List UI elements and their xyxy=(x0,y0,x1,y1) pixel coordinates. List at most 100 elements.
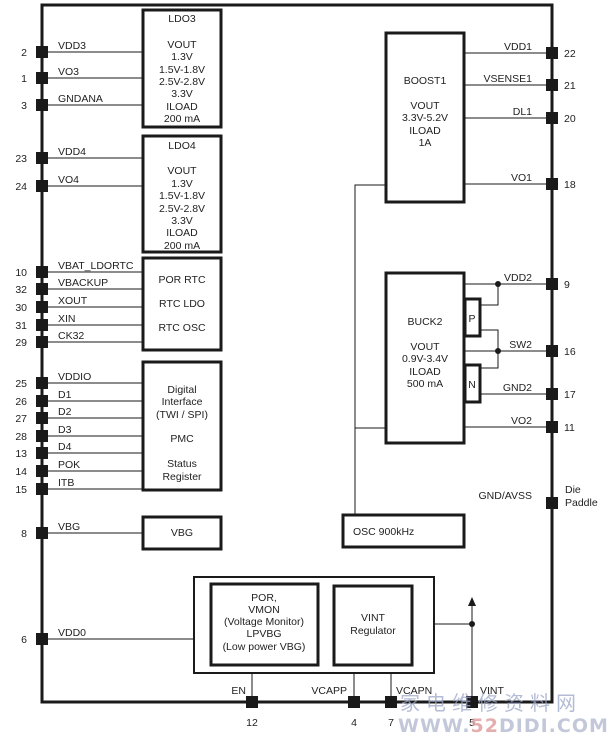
svg-text:POR,: POR, xyxy=(251,592,277,604)
pin-number-left: 1 xyxy=(21,73,27,85)
pin-name-left: D4 xyxy=(58,441,72,453)
buck2-block: BUCK2 VOUT 0.9V-3.4V ILOAD 500 mA xyxy=(384,271,466,445)
pin-pad-left-28 xyxy=(36,430,48,442)
svg-text:ILOAD: ILOAD xyxy=(166,101,198,113)
rtc-block: POR RTC RTC LDO RTC OSC xyxy=(141,256,223,352)
ldo3-block: LDO3 VOUT 1.3V 1.5V-1.8V 2.5V-2.8V 3.3V … xyxy=(141,8,223,129)
pin-number-right: 17 xyxy=(564,389,576,401)
watermark-cn: 家电维修资料网 xyxy=(400,691,582,715)
pin-number-bottom: 5 xyxy=(469,717,475,729)
svg-text:RTC OSC: RTC OSC xyxy=(158,322,205,334)
pin-name-left: VO4 xyxy=(58,174,79,186)
svg-text:(TWI / SPI): (TWI / SPI) xyxy=(156,409,208,421)
svg-text:BUCK2: BUCK2 xyxy=(407,316,442,328)
pin-name-left: CK32 xyxy=(58,330,84,342)
pin-pad-right xyxy=(546,278,558,290)
svg-text:N: N xyxy=(468,379,476,391)
pin-pad-left-13 xyxy=(36,447,48,459)
ldo4-block: LDO4 VOUT 1.3V 1.5V-1.8V 2.5V-2.8V 3.3V … xyxy=(141,134,223,254)
pin-name-left: VBAT_LDORTC xyxy=(58,260,134,272)
pin-name-right: GND2 xyxy=(503,382,532,394)
svg-text:VOUT: VOUT xyxy=(167,39,197,51)
pin-number-left: 27 xyxy=(15,413,27,425)
pin-name-left: VDDIO xyxy=(58,371,91,383)
pin-pad-right xyxy=(546,79,558,91)
boost1-block: BOOST1 VOUT 3.3V-5.2V ILOAD 1A xyxy=(384,31,466,204)
pin-pad-left-32 xyxy=(36,283,48,295)
svg-text:(Voltage Monitor): (Voltage Monitor) xyxy=(224,616,304,628)
pin-name-left: D2 xyxy=(58,406,72,418)
pin-pad-left-31 xyxy=(36,319,48,331)
pin-name-left: POK xyxy=(58,459,80,471)
pin-name-bottom: VCAPN xyxy=(396,685,432,697)
svg-text:P: P xyxy=(468,313,475,325)
pin-name-left: GNDANA xyxy=(58,93,103,105)
pin-name-left: VDD3 xyxy=(58,40,86,52)
pin-pad-left-25 xyxy=(36,377,48,389)
svg-text:VINT: VINT xyxy=(361,612,386,624)
svg-text:3.3V-5.2V: 3.3V-5.2V xyxy=(402,112,448,124)
svg-text:LPVBG: LPVBG xyxy=(246,628,281,640)
pin-number-left: 2 xyxy=(21,47,27,59)
svg-text:500 mA: 500 mA xyxy=(407,378,443,390)
pin-pad-left-26 xyxy=(36,395,48,407)
pin-number-right: Paddle xyxy=(565,497,598,509)
pin-pad-right xyxy=(546,345,558,357)
pin-number-right: 18 xyxy=(564,179,576,191)
pin-pad-right xyxy=(546,421,558,433)
pin-name-right: VDD2 xyxy=(504,272,532,284)
pin-number-left: 8 xyxy=(21,528,27,540)
pins-layer: 2VDD31VO33GNDANA23VDD424VO410VBAT_LDORTC… xyxy=(15,40,598,729)
svg-text:VMON: VMON xyxy=(248,604,280,616)
svg-text:ILOAD: ILOAD xyxy=(409,366,441,378)
svg-text:VOUT: VOUT xyxy=(167,165,197,177)
svg-text:Digital: Digital xyxy=(167,384,196,396)
pin-number-left: 3 xyxy=(21,100,27,112)
svg-text:ILOAD: ILOAD xyxy=(409,125,441,137)
svg-text:3.3V: 3.3V xyxy=(171,88,193,100)
pin-pad-left-2 xyxy=(36,46,48,58)
pin-number-left: 28 xyxy=(15,431,27,443)
pin-pad-bottom xyxy=(348,696,360,708)
pin-name-left: D1 xyxy=(58,389,72,401)
pin-number-right: 21 xyxy=(564,80,576,92)
pin-number-right: 16 xyxy=(564,346,576,358)
pin-name-right: SW2 xyxy=(509,339,532,351)
pin-number-left: 23 xyxy=(15,153,27,165)
pin-name-left: VBACKUP xyxy=(58,277,108,289)
pin-name-right: VO2 xyxy=(511,415,532,427)
pin-pad-bottom xyxy=(246,696,258,708)
pin-number-right: 22 xyxy=(564,48,576,60)
pin-name-left: XOUT xyxy=(58,295,88,307)
pin-number-bottom: 7 xyxy=(388,717,394,729)
pin-number-right: 20 xyxy=(564,113,576,125)
svg-text:BOOST1: BOOST1 xyxy=(404,75,447,87)
svg-text:1A: 1A xyxy=(419,137,432,149)
pin-name-left: ITB xyxy=(58,477,74,489)
pin-pad-right xyxy=(546,178,558,190)
svg-text:Status: Status xyxy=(167,458,197,470)
pin-pad-right xyxy=(546,47,558,59)
svg-text:1.5V-1.8V: 1.5V-1.8V xyxy=(159,190,205,202)
svg-text:Regulator: Regulator xyxy=(350,625,396,637)
pin-pad-left-24 xyxy=(36,180,48,192)
nmos-switch: N xyxy=(463,363,482,404)
svg-text:3.3V: 3.3V xyxy=(171,215,193,227)
svg-text:(Low power VBG): (Low power VBG) xyxy=(223,641,306,653)
pin-pad-right xyxy=(546,388,558,400)
pin-name-left: VO3 xyxy=(58,66,79,78)
pin-pad-right xyxy=(546,497,558,509)
pin-pad-bottom xyxy=(466,696,478,708)
pin-name-right: VSENSE1 xyxy=(484,73,533,85)
svg-text:1.5V-1.8V: 1.5V-1.8V xyxy=(159,64,205,76)
pin-number-left: 13 xyxy=(15,448,27,460)
pin-number-left: 6 xyxy=(21,634,27,646)
pin-name-right: DL1 xyxy=(513,106,532,118)
watermark-url: WWW.52DIDI.COM xyxy=(398,715,609,734)
left-wires xyxy=(42,51,194,640)
digital-interface-block: Digital Interface (TWI / SPI) PMC Status… xyxy=(141,360,223,492)
pin-number-left: 25 xyxy=(15,378,27,390)
pin-number-left: 24 xyxy=(15,181,27,193)
pin-pad-left-10 xyxy=(36,266,48,278)
